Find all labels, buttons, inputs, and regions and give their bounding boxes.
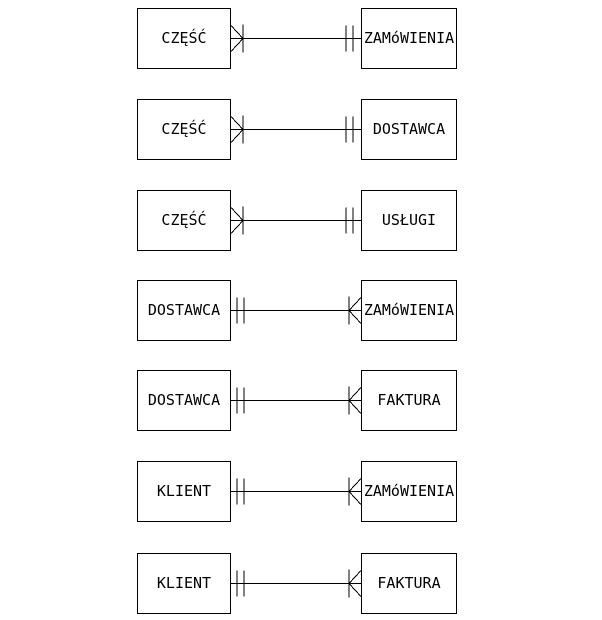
- crow-foot-many-marker: [230, 24, 244, 53]
- entity-label: KLIENT: [156, 574, 212, 592]
- entity-box-left: CZĘŚĆ: [137, 190, 231, 251]
- one-bar-marker: [236, 478, 245, 505]
- entity-label: CZĘŚĆ: [161, 211, 207, 229]
- entity-box-right: FAKTURA: [361, 553, 457, 614]
- entity-box-left: KLIENT: [137, 553, 231, 614]
- one-bar-marker: [236, 570, 245, 597]
- crow-foot-many-marker: [230, 115, 244, 144]
- entity-box-left: DOSTAWCA: [137, 280, 231, 341]
- entity-box-left: CZĘŚĆ: [137, 99, 231, 160]
- entity-box-right: ZAMóWIENIA: [361, 8, 457, 69]
- entity-label: CZĘŚĆ: [161, 120, 207, 138]
- entity-label: KLIENT: [156, 482, 212, 500]
- one-bar-marker: [345, 116, 354, 143]
- entity-label: FAKTURA: [377, 574, 441, 592]
- crow-foot-many-marker: [348, 296, 362, 325]
- entity-box-right: DOSTAWCA: [361, 99, 457, 160]
- crow-foot-many-marker: [348, 477, 362, 506]
- one-bar-marker: [345, 25, 354, 52]
- crow-foot-many-marker: [348, 569, 362, 598]
- entity-label: ZAMóWIENIA: [363, 482, 455, 500]
- entity-label: CZĘŚĆ: [161, 29, 207, 47]
- entity-box-right: ZAMóWIENIA: [361, 461, 457, 522]
- entity-box-left: KLIENT: [137, 461, 231, 522]
- one-bar-marker: [236, 387, 245, 414]
- one-bar-marker: [236, 297, 245, 324]
- entity-box-left: DOSTAWCA: [137, 370, 231, 431]
- one-bar-marker: [345, 207, 354, 234]
- entity-box-right: USŁUGI: [361, 190, 457, 251]
- entity-box-right: FAKTURA: [361, 370, 457, 431]
- crow-foot-many-marker: [230, 206, 244, 235]
- entity-box-right: ZAMóWIENIA: [361, 280, 457, 341]
- entity-label: DOSTAWCA: [372, 120, 446, 138]
- entity-label: USŁUGI: [381, 211, 437, 229]
- entity-label: DOSTAWCA: [147, 391, 221, 409]
- entity-box-left: CZĘŚĆ: [137, 8, 231, 69]
- crow-foot-many-marker: [348, 386, 362, 415]
- entity-label: DOSTAWCA: [147, 301, 221, 319]
- entity-label: ZAMóWIENIA: [363, 301, 455, 319]
- entity-label: FAKTURA: [377, 391, 441, 409]
- entity-label: ZAMóWIENIA: [363, 29, 455, 47]
